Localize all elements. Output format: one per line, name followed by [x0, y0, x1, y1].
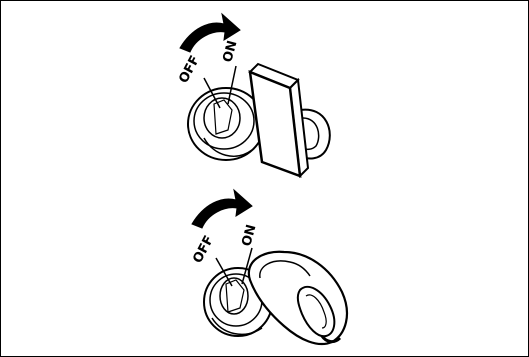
- bottom-off-label: OFF: [190, 233, 217, 265]
- bottom-figure: OFF ON: [190, 190, 347, 344]
- top-on-label: ON: [220, 39, 240, 64]
- bottom-on-label: ON: [239, 223, 259, 248]
- bottom-ignition-key-icon: [249, 252, 347, 344]
- top-off-label: OFF: [176, 53, 203, 85]
- bottom-rotation-arrow-icon: [192, 190, 252, 228]
- top-on-indicator: [228, 66, 236, 104]
- top-ignition-key-icon: [250, 64, 330, 176]
- top-figure: OFF ON: [176, 14, 330, 176]
